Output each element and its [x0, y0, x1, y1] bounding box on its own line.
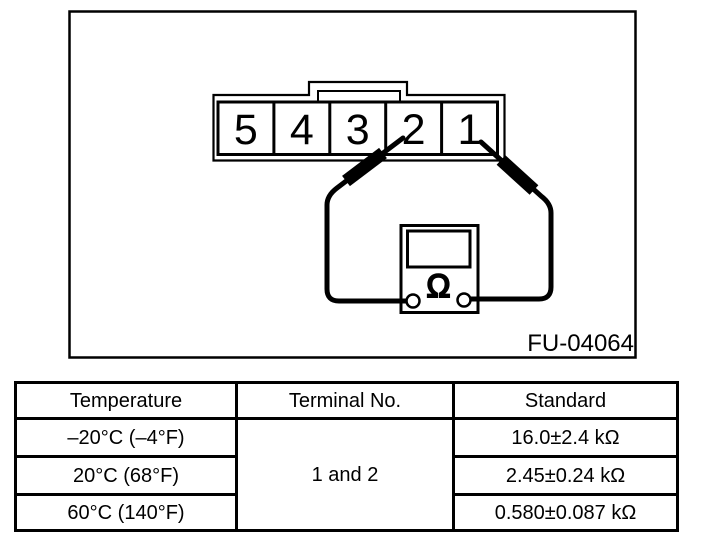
ohm-symbol: Ω — [427, 268, 451, 304]
table-row: –20°C (–4°F) 1 and 2 16.0±2.4 kΩ — [14, 417, 679, 532]
resistance-spec-table: Temperature Terminal No. Standard –20°C … — [14, 381, 679, 532]
terminal-label-2: 2 — [402, 106, 426, 154]
figure-caption: FU-04064 — [527, 330, 634, 357]
table-row: 60°C (140°F) 0.580±0.087 kΩ — [14, 493, 679, 532]
figure-frame — [68, 10, 637, 359]
table-header-row: Temperature Terminal No. Standard — [14, 381, 679, 420]
standard-cell-0: 16.0±2.4 kΩ — [452, 417, 679, 458]
temperature-cell-0: –20°C (–4°F) — [14, 417, 238, 458]
ohmmeter-display — [406, 229, 472, 269]
terminal-cells — [216, 100, 499, 156]
standard-cell-2: 0.580±0.087 kΩ — [452, 493, 679, 532]
ohmmeter-jack-right — [456, 292, 472, 308]
probe-left — [342, 147, 387, 187]
table-row: 20°C (68°F) 2.45±0.24 kΩ — [14, 455, 679, 496]
standard-cell-1: 2.45±0.24 kΩ — [452, 455, 679, 496]
terminal-label-1: 1 — [458, 106, 482, 154]
probe-right — [496, 155, 539, 195]
header-standard: Standard — [452, 381, 679, 420]
temperature-cell-2: 60°C (140°F) — [14, 493, 238, 532]
temperature-cell-1: 20°C (68°F) — [14, 455, 238, 496]
test-lead-right — [466, 139, 554, 302]
test-lead-left — [324, 135, 409, 304]
terminal-label-3: 3 — [346, 106, 370, 154]
terminal-no-cell: 1 and 2 — [235, 417, 455, 532]
header-terminal-no: Terminal No. — [235, 381, 455, 420]
ohmmeter-jack-left — [405, 293, 421, 309]
terminal-label-5: 5 — [234, 106, 258, 154]
connector-tab — [317, 90, 401, 103]
header-temperature: Temperature — [14, 381, 238, 420]
terminal-label-4: 4 — [290, 106, 314, 154]
